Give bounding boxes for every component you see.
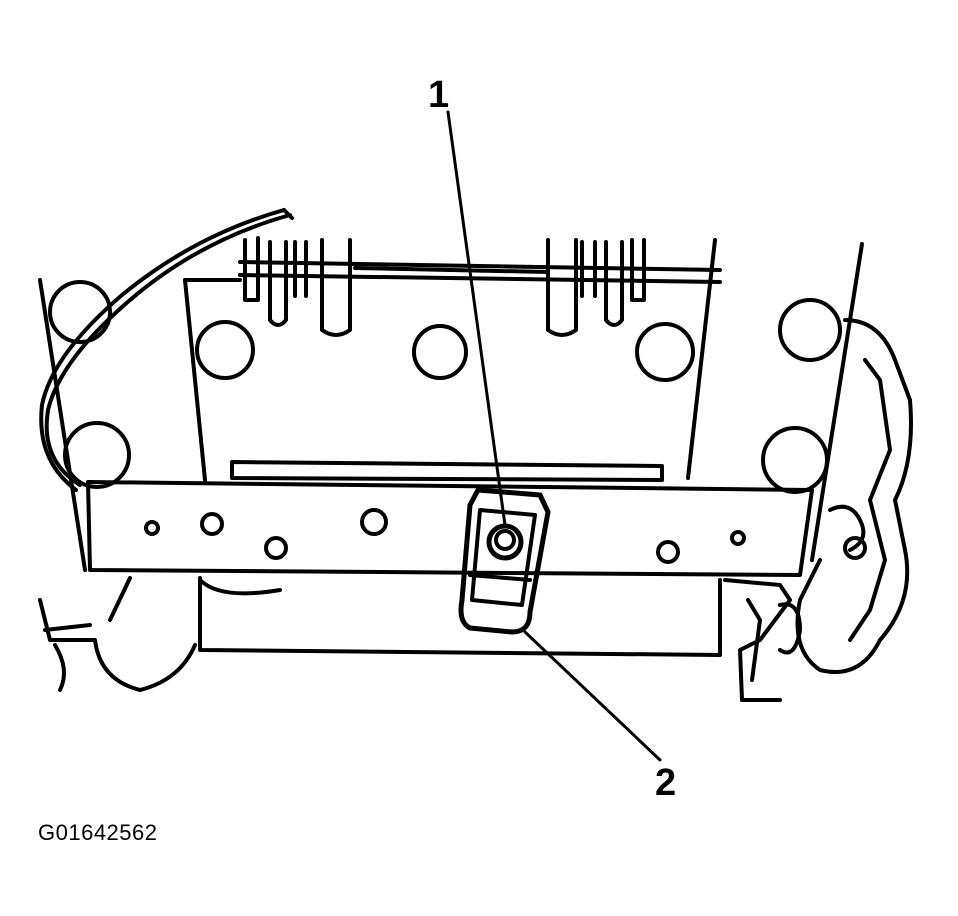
hole-circle: [195, 320, 255, 380]
callout-label-2: 2: [655, 762, 677, 804]
figure-id: G01642562: [38, 820, 158, 845]
leader-line-1: [446, 110, 507, 527]
right-mechanism-2: [848, 358, 892, 642]
hole-circle: [778, 298, 842, 362]
right-frame-line: [810, 242, 864, 562]
bolt-inner: [494, 529, 516, 551]
latch-slot: [468, 573, 532, 582]
right-lever: [723, 578, 792, 702]
rail-slot: [230, 460, 664, 482]
hole-circle: [63, 421, 131, 489]
hole-circle: [412, 324, 468, 380]
right-mechanism: [795, 318, 913, 674]
left-frame-line: [38, 278, 87, 572]
lower-track-left-3: [53, 643, 66, 692]
right-peg-group: [546, 238, 646, 337]
leader-line-2: [523, 630, 662, 762]
rail-hole: [360, 508, 388, 536]
right-hook: [778, 602, 802, 655]
right-lever-2: [746, 598, 762, 682]
back-plate: [183, 238, 717, 482]
latch-outer: [458, 487, 551, 635]
hole-circle: [761, 426, 829, 494]
wire-inner: [39, 208, 286, 492]
lower-track-lip: [198, 578, 282, 596]
hole-circle: [635, 322, 695, 382]
rail-hole: [730, 530, 746, 546]
rail-hole: [144, 520, 160, 536]
lower-track-left-2: [43, 623, 92, 632]
rail-hole: [656, 540, 680, 564]
wire: [44, 213, 292, 487]
callout-label-1: 1: [428, 74, 450, 116]
hole-circle: [48, 280, 112, 344]
rail-hole: [264, 536, 288, 560]
plate-top-edge-2: [238, 273, 722, 284]
rail-bar: [86, 480, 814, 577]
wire-end: [282, 208, 294, 220]
lower-track-left: [38, 598, 197, 692]
left-peg-group: [243, 236, 352, 337]
rail-hole: [200, 512, 224, 536]
lower-track: [108, 576, 722, 657]
right-mechanism-3: [828, 504, 866, 552]
right-pivot: [843, 536, 867, 560]
latch-inner: [470, 508, 537, 607]
